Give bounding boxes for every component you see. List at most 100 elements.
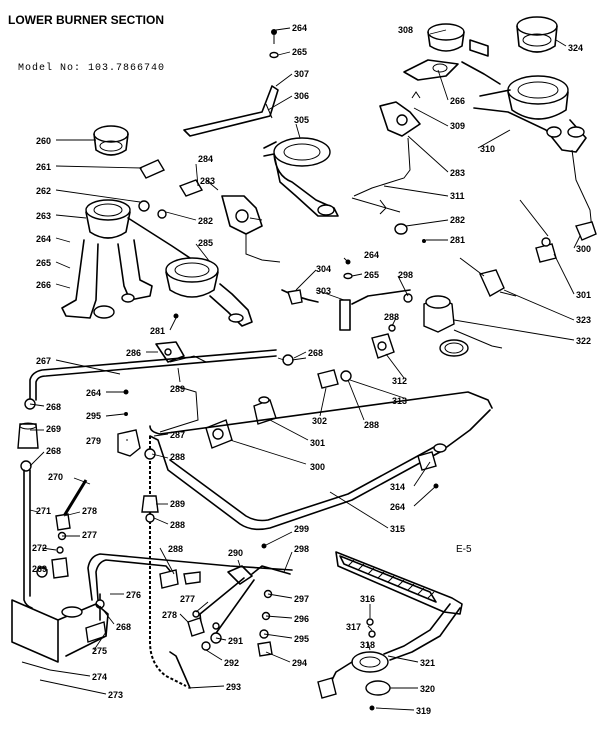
callout-283-center: 283 — [200, 176, 215, 186]
burner-305 — [263, 137, 339, 217]
burner-285 — [165, 257, 253, 327]
callout-266-left: 266 — [36, 280, 51, 290]
callout-315: 315 — [390, 524, 405, 534]
callout-287: 287 — [170, 430, 185, 440]
tube-261-262 — [138, 159, 204, 219]
callout-310: 310 — [480, 144, 495, 154]
callout-295: 295 — [86, 411, 101, 421]
callout-302: 302 — [312, 416, 327, 426]
callout-274: 274 — [92, 672, 107, 682]
callout-269: 269 — [46, 424, 61, 434]
bracket-275 — [11, 599, 109, 671]
callout-268-bottom: 268 — [116, 622, 131, 632]
callout-284: 284 — [198, 154, 213, 164]
callout-316: 316 — [360, 594, 375, 604]
callout-271: 271 — [36, 506, 51, 516]
callout-266: 266 — [450, 96, 465, 106]
callout-278: 278 — [82, 506, 97, 516]
callout-304: 304 — [316, 264, 331, 274]
callout-labels: 264 265 307 306 305 308 324 266 309 310 … — [32, 23, 591, 716]
valve-304-303 — [281, 259, 411, 331]
callout-281: 281 — [450, 235, 465, 245]
callout-320: 320 — [420, 684, 435, 694]
model-number: Model No: 103.7866740 — [18, 62, 165, 74]
tube-276 — [87, 553, 293, 621]
callout-313: 313 — [392, 396, 407, 406]
callout-322: 322 — [576, 336, 591, 346]
flame-spreader-320 — [365, 680, 391, 711]
callout-312: 312 — [392, 376, 407, 386]
callout-268-left-2: 268 — [46, 446, 61, 456]
callout-291: 291 — [228, 636, 243, 646]
callout-267: 267 — [36, 356, 51, 366]
callout-314: 314 — [390, 482, 405, 492]
fittings-298-288 — [388, 293, 413, 332]
callout-288-bottom: 288 — [168, 544, 183, 554]
valve-300-right — [519, 149, 597, 263]
burner-310 — [461, 61, 587, 153]
callout-282: 282 — [450, 215, 465, 225]
regulator-323 — [459, 257, 517, 297]
burner-308 — [403, 23, 489, 81]
wire-311 — [351, 197, 426, 243]
bracket-283 — [221, 195, 281, 263]
callout-269-lower: 269 — [32, 564, 47, 574]
callout-323: 323 — [576, 315, 591, 325]
callout-272: 272 — [32, 543, 47, 553]
diagram-title: LOWER BURNER SECTION — [8, 13, 164, 27]
callout-288-left: 288 — [170, 452, 185, 462]
callout-265-left: 265 — [36, 258, 51, 268]
callout-297: 297 — [294, 594, 309, 604]
bracket-286 — [155, 313, 207, 363]
callout-293: 293 — [226, 682, 241, 692]
callout-317: 317 — [346, 622, 361, 632]
fitting-288-bottom — [183, 571, 201, 585]
bracket-309 — [353, 91, 421, 197]
callout-265: 265 — [292, 47, 307, 57]
callout-290: 290 — [228, 548, 243, 558]
callout-321: 321 — [420, 658, 435, 668]
callout-299: 299 — [294, 524, 309, 534]
manifold-315 — [149, 385, 493, 531]
callout-281-left: 281 — [150, 326, 165, 336]
callout-298-bottom: 298 — [294, 544, 309, 554]
callout-277-bottom: 277 — [180, 594, 195, 604]
tube-287 — [141, 436, 191, 689]
page-code: E-5 — [456, 544, 472, 555]
broiler-burner — [317, 551, 463, 699]
burner-263 — [61, 199, 215, 319]
valve-312 — [371, 333, 395, 359]
burner-260 — [93, 125, 129, 156]
callout-288-center: 288 — [364, 420, 379, 430]
callout-301-center: 301 — [310, 438, 325, 448]
callout-298: 298 — [398, 270, 413, 280]
callout-261: 261 — [36, 162, 51, 172]
callout-270: 270 — [48, 472, 63, 482]
callout-264-lower: 264 — [86, 388, 101, 398]
orifice-lower — [187, 610, 220, 637]
callout-264-center: 264 — [364, 250, 379, 260]
callout-306: 306 — [294, 91, 309, 101]
callout-276: 276 — [126, 590, 141, 600]
callout-263: 263 — [36, 211, 51, 221]
callout-289-lower: 289 — [170, 499, 185, 509]
tube-271 — [23, 469, 88, 609]
valve-301 — [253, 396, 277, 425]
tubing-267 — [29, 349, 277, 401]
bracket-290 — [199, 543, 291, 637]
callout-264: 264 — [292, 23, 307, 33]
valve-313 — [340, 370, 352, 382]
callout-273: 273 — [108, 690, 123, 700]
callout-275: 275 — [92, 646, 107, 656]
regulator-322 — [423, 295, 503, 357]
callout-278-bottom: 278 — [162, 610, 177, 620]
valve-302 — [317, 369, 339, 389]
callout-294: 294 — [292, 658, 307, 668]
callout-262: 262 — [36, 186, 51, 196]
callout-296: 296 — [294, 614, 309, 624]
callout-292: 292 — [224, 658, 239, 668]
callout-295-bottom: 295 — [294, 634, 309, 644]
callout-277: 277 — [82, 530, 97, 540]
callout-301: 301 — [576, 290, 591, 300]
